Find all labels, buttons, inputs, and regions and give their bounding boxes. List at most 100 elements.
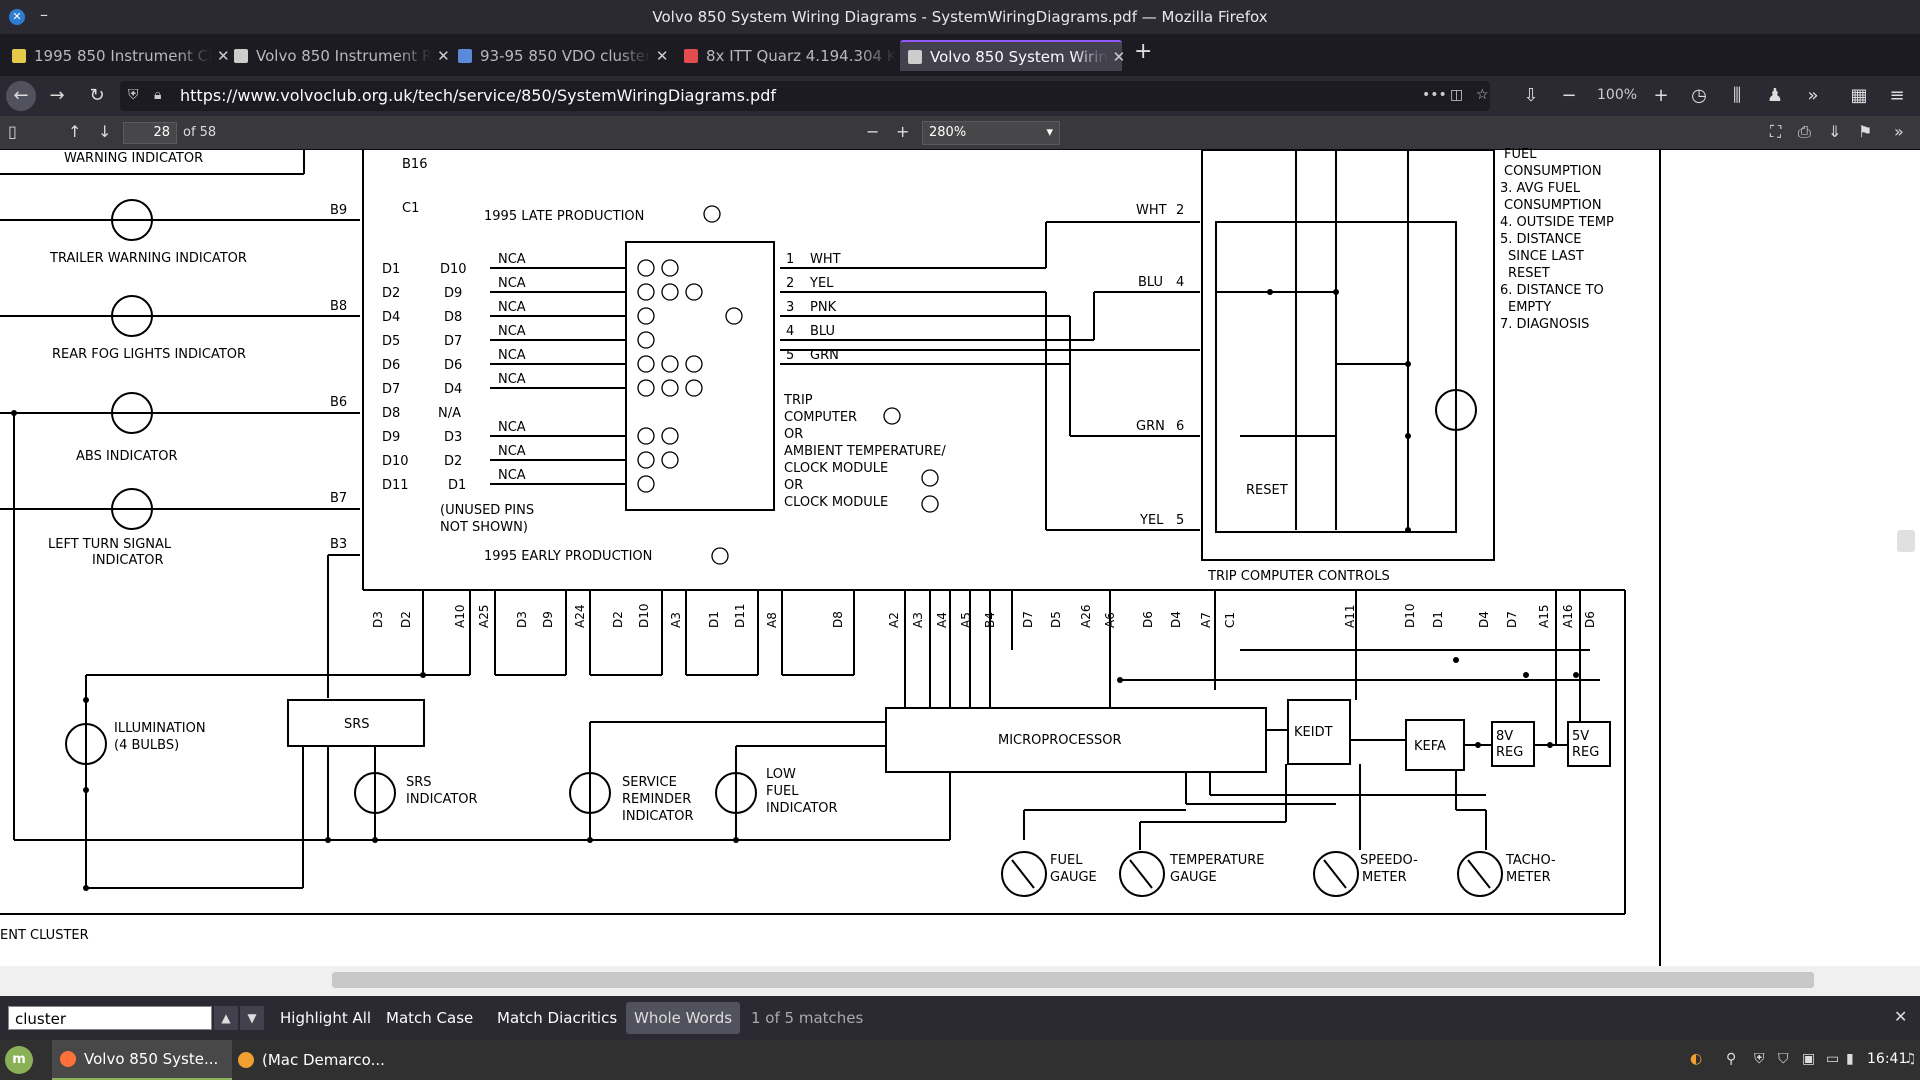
- url-bar[interactable]: ⛨ 🔒︎ https://www.volvoclub.org.uk/tech/s…: [120, 81, 1490, 111]
- account-icon[interactable]: ♟: [1766, 85, 1784, 106]
- fuel-gauge-label: GAUGE: [1050, 870, 1097, 885]
- function-item: CONSUMPTION: [1504, 198, 1602, 213]
- match-case-toggle[interactable]: Match Case: [386, 1009, 474, 1027]
- connector-pin: D7: [1021, 611, 1035, 628]
- menu-icon[interactable]: ≡: [1889, 85, 1905, 106]
- service-reminder-label: SERVICE: [622, 775, 677, 790]
- tab-1[interactable]: 1995 850 Instrument Cl ✕: [4, 40, 230, 71]
- url-text[interactable]: https://www.volvoclub.org.uk/tech/servic…: [180, 86, 776, 105]
- tab-4[interactable]: 8x ITT Quarz 4.194.304 K ✕: [676, 40, 914, 71]
- reload-button[interactable]: ↻: [89, 85, 105, 106]
- page-number-input[interactable]: 28: [123, 122, 177, 144]
- pin-b16: B16: [402, 157, 427, 172]
- find-input[interactable]: cluster: [8, 1006, 212, 1030]
- find-close-icon[interactable]: ✕: [1894, 1007, 1908, 1026]
- save-icon[interactable]: ⇓: [1828, 122, 1842, 141]
- connector-pin: D5: [1049, 611, 1063, 628]
- start-menu-icon[interactable]: m: [5, 1046, 33, 1074]
- back-button[interactable]: ←: [6, 81, 36, 111]
- task-music[interactable]: (Mac Demarco...: [230, 1040, 410, 1080]
- low-fuel-label: LOW: [766, 767, 796, 782]
- tab-close-icon[interactable]: ✕: [437, 46, 450, 65]
- updates-icon[interactable]: ⛨: [1754, 1051, 1765, 1067]
- sound-icon[interactable]: ♫: [1904, 1051, 1917, 1067]
- tools-icon[interactable]: »: [1894, 122, 1904, 141]
- wire-label: NCA: [498, 420, 526, 435]
- pdf-page-viewer[interactable]: WARNING INDICATOR TRAILER WARNING INDICA…: [0, 147, 1920, 966]
- presentation-mode-icon[interactable]: ⛶: [1770, 122, 1782, 141]
- window-minimize-button[interactable]: –: [40, 5, 48, 24]
- tab-2[interactable]: Volvo 850 Instrument R ✕: [226, 40, 450, 71]
- illumination-label: ILLUMINATION: [114, 721, 206, 736]
- whole-words-toggle[interactable]: Whole Words: [626, 1002, 741, 1034]
- pin-b6: B6: [330, 395, 347, 410]
- match-diacritics-toggle[interactable]: Match Diacritics: [497, 1009, 618, 1027]
- previous-page-button[interactable]: ↑: [68, 122, 82, 141]
- connector-pin: A26: [1079, 605, 1093, 628]
- tab-5-active[interactable]: Volvo 850 System Wirin ✕: [900, 40, 1125, 71]
- tab-close-icon[interactable]: ✕: [216, 46, 230, 65]
- trip-wire-labels: 1 WHT 2 YEL 3 PNK 4 BLU 5 GRN: [786, 252, 841, 363]
- sidebar-toggle-icon[interactable]: ▯: [8, 122, 17, 141]
- trip-controls-title: TRIP COMPUTER CONTROLS: [1207, 569, 1390, 584]
- pocket-icon[interactable]: ◫: [1450, 87, 1464, 103]
- wire-label: NCA: [498, 300, 526, 315]
- find-previous-button[interactable]: ▲: [214, 1006, 238, 1030]
- bookmark-icon[interactable]: ⚑: [1858, 122, 1873, 141]
- battery-icon[interactable]: ▮: [1846, 1051, 1854, 1067]
- wire-color: PNK: [810, 300, 837, 315]
- zoom-in-button[interactable]: +: [1653, 85, 1669, 106]
- library-download-icon[interactable]: ⇩: [1523, 85, 1539, 106]
- connector-pin: D2: [611, 611, 625, 628]
- zoom-out-button[interactable]: −: [1561, 85, 1577, 106]
- connector-pin-labels: D3 D2 A10 A25 D3 D9 A24 D2 D10 A3 D1 D11…: [371, 603, 1597, 628]
- shield-icon[interactable]: ⛨: [128, 87, 139, 103]
- title-bar: ✕ – Volvo 850 System Wiring Diagrams - S…: [0, 0, 1920, 34]
- pdf-zoom-out-button[interactable]: −: [866, 122, 880, 141]
- scrollbar-thumb[interactable]: [332, 972, 1814, 988]
- connector-pin: D1: [707, 611, 721, 628]
- task-firefox[interactable]: Volvo 850 Syste...: [52, 1040, 232, 1080]
- vertical-scrollbar-thumb[interactable]: [1897, 530, 1915, 552]
- pdf-zoom-select[interactable]: 280%: [922, 121, 1060, 145]
- page-actions-icon[interactable]: •••: [1422, 87, 1447, 103]
- tab-close-icon[interactable]: ✕: [655, 46, 669, 65]
- wire-label: NCA: [498, 348, 526, 363]
- connector-pin: D3: [371, 611, 385, 628]
- lock-icon[interactable]: 🔒︎: [154, 87, 162, 103]
- bookmark-star-icon[interactable]: ☆: [1476, 87, 1489, 103]
- network-icon[interactable]: ▣: [1802, 1051, 1816, 1067]
- module-text: COMPUTER: [784, 410, 857, 425]
- location-icon[interactable]: ⚲: [1726, 1051, 1737, 1067]
- tab-label: 8x ITT Quarz 4.194.304 K: [706, 46, 897, 65]
- highlight-all-toggle[interactable]: Highlight All: [280, 1009, 372, 1027]
- history-icon[interactable]: ◷: [1691, 85, 1707, 106]
- connector-pin: C1: [1223, 612, 1237, 628]
- print-icon[interactable]: ⎙: [1798, 122, 1811, 141]
- new-tab-button[interactable]: +: [1134, 39, 1153, 64]
- tab-close-icon[interactable]: ✕: [1112, 47, 1126, 66]
- window-close-button[interactable]: ✕: [9, 9, 25, 25]
- music-tray-icon[interactable]: ◐: [1690, 1051, 1703, 1067]
- display-icon[interactable]: ▭: [1826, 1051, 1840, 1067]
- pdf-zoom-in-button[interactable]: +: [896, 122, 910, 141]
- library-icon[interactable]: ⫼: [1732, 85, 1742, 106]
- rear-fog-label: REAR FOG LIGHTS INDICATOR: [52, 347, 246, 362]
- find-bar: cluster ▲ ▼ Highlight All Match Case Mat…: [0, 996, 1920, 1040]
- tab-3[interactable]: 93-95 850 VDO cluster ✕: [450, 40, 668, 71]
- horizontal-scrollbar[interactable]: [0, 966, 1920, 996]
- function-item: 5. DISTANCE: [1500, 232, 1581, 247]
- next-page-button[interactable]: ↓: [98, 122, 112, 141]
- module-text: CLOCK MODULE: [784, 495, 888, 510]
- clock[interactable]: 16:41: [1867, 1051, 1908, 1067]
- find-next-button[interactable]: ▼: [240, 1006, 264, 1030]
- forward-button[interactable]: →: [49, 85, 65, 106]
- extensions-icon[interactable]: ▦: [1850, 85, 1868, 106]
- zoom-level[interactable]: 100%: [1597, 87, 1638, 103]
- shield-tray-icon[interactable]: ⛉: [1778, 1051, 1789, 1067]
- regulator-label: 5V: [1572, 729, 1589, 744]
- overflow-icon[interactable]: »: [1807, 85, 1819, 106]
- left-turn-label-1: LEFT TURN SIGNAL: [48, 537, 172, 552]
- srs-indicator-label: SRS: [406, 775, 432, 790]
- wire-number: 5: [786, 348, 794, 363]
